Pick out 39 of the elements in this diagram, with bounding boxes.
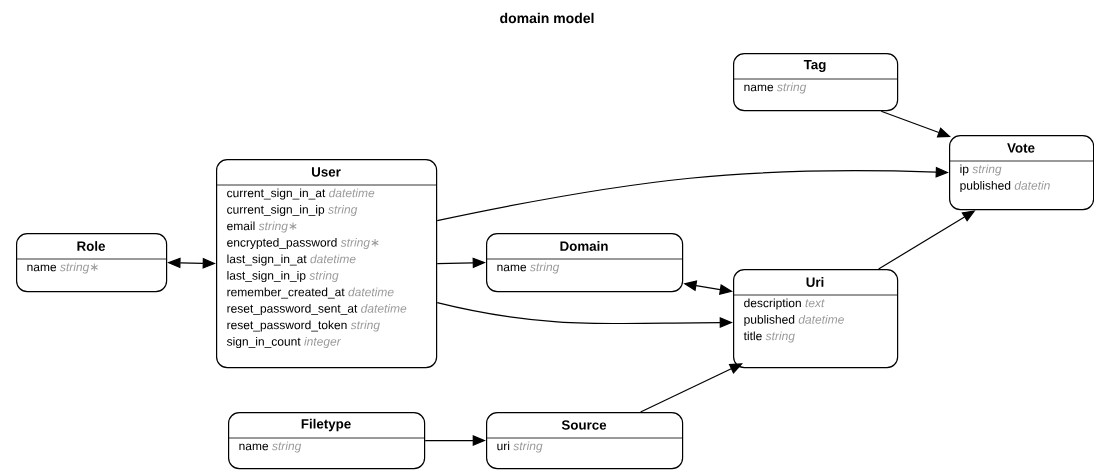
entity-title: Domain [560, 241, 608, 251]
attribute-text: current_sign_in_at datetime [227, 188, 375, 200]
attribute-text: name string [239, 441, 302, 453]
attribute-text: encrypted_password string∗ [227, 237, 379, 250]
attribute-text: name string∗ [27, 262, 98, 274]
entity-box [485, 412, 684, 470]
entity-box [948, 135, 1094, 211]
attribute-text: description text [744, 298, 825, 310]
entity-box [227, 412, 426, 470]
entity-title: Source [561, 420, 607, 430]
entity-title: Tag [803, 60, 826, 72]
entity-title: Vote [1007, 143, 1035, 153]
entity-box [215, 159, 438, 369]
entity-title: User [312, 167, 341, 177]
attribute-text: published datetime [744, 314, 844, 327]
entity-box [732, 269, 899, 369]
arrow [640, 363, 743, 413]
attribute-text: published datetin [960, 180, 1050, 193]
attribute-text: last_sign_in_at datetime [227, 254, 356, 266]
attribute-text: name string [497, 262, 560, 274]
entity-title: Filetype [301, 418, 351, 432]
entity-box [485, 233, 684, 293]
attribute-text: title string [743, 331, 795, 343]
attribute-text: current_sign_in_ip string [227, 204, 358, 217]
entity-box [15, 233, 168, 293]
attribute-text: uri string [497, 441, 543, 453]
attribute-text: remember_created_at datetime [227, 287, 394, 299]
attribute-text: last_sign_in_ip string [227, 270, 339, 283]
attribute-text: sign_in_count integer [226, 336, 342, 349]
attribute-text: email string∗ [227, 221, 297, 233]
entity-box [732, 53, 899, 112]
entity-title: Uri [806, 277, 824, 287]
entity-title: Role [77, 241, 105, 251]
attribute-text: ip string [960, 164, 1002, 176]
arrow [880, 110, 951, 138]
attribute-text: reset_password_token string [227, 320, 380, 332]
attribute-text: reset_password_sent_at datetime [227, 303, 407, 316]
diagram-title: domain model [500, 12, 594, 24]
attribute-text: name string [744, 82, 807, 94]
